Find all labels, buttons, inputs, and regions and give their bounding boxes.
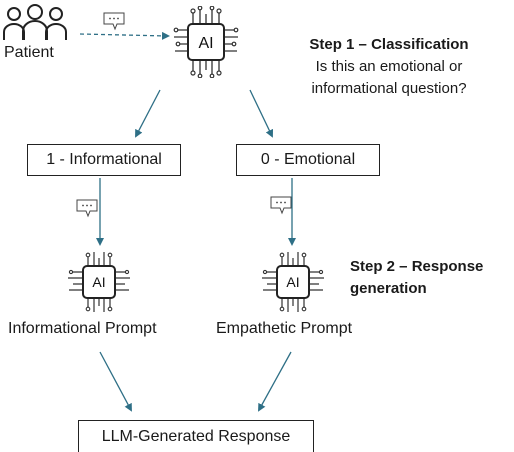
empathetic-prompt-to-response-arrow [258, 351, 292, 412]
ai-chip-text: AI [286, 274, 299, 290]
informational-prompt-label: Informational Prompt [8, 320, 157, 337]
ai-chip-icon: AI [68, 252, 130, 312]
step2-title-line2: generation [350, 280, 427, 297]
chat-bubble-icon [270, 196, 292, 215]
emotional-branch-label: 0 - Emotional [260, 151, 356, 168]
ai-chip-text: AI [198, 35, 213, 52]
informational-branch-label: 1 - Informational [46, 151, 162, 168]
empathetic-prompt-label: Empathetic Prompt [216, 320, 353, 337]
step2-title-line1: Step 2 – Response [350, 258, 484, 275]
classifier-to-emotional-arrow [249, 89, 274, 138]
ai-chip-text: AI [92, 274, 105, 290]
step1-question-line2: informational question? [311, 80, 467, 97]
llm-response-label: LLM-Generated Response [101, 427, 291, 445]
patient-group-icon [3, 4, 67, 40]
ai-chip-icon: AI [262, 252, 324, 312]
llm-response-box: LLM-Generated Response [78, 420, 314, 452]
step1-block: Step 1 – Classification Is this an emoti… [282, 34, 496, 100]
emotional-branch-box: 0 - Emotional [236, 144, 380, 176]
classifier-to-informational-arrow [135, 89, 161, 138]
step1-question-line1: Is this an emotional or [315, 58, 463, 75]
informational-prompt-to-response-arrow [99, 351, 132, 412]
patient-label: Patient [4, 44, 54, 61]
chat-bubble-icon [103, 12, 125, 31]
ai-chip-icon: AI [173, 6, 239, 78]
chat-bubble-icon [76, 199, 98, 218]
step2-block: Step 2 – Response generation [350, 256, 514, 300]
step1-title: Step 1 – Classification [309, 36, 469, 53]
patient-to-classifier-arrow [79, 31, 170, 40]
informational-branch-box: 1 - Informational [27, 144, 181, 176]
